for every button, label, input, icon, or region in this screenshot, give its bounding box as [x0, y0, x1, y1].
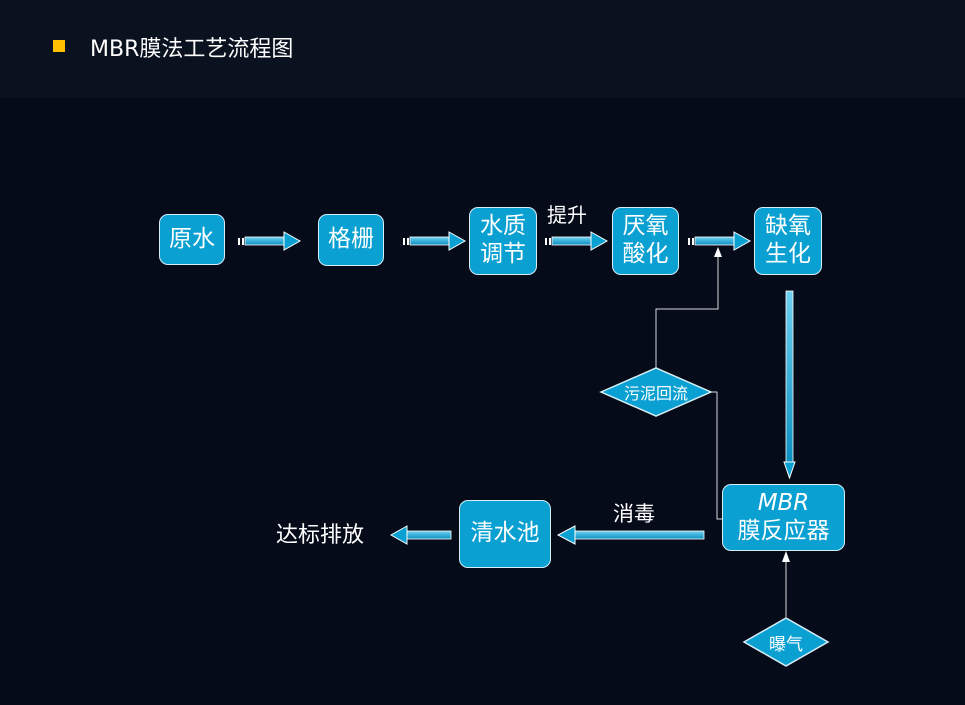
- node-clear-pool: 清水池: [459, 500, 551, 568]
- sludge-return-line: [655, 247, 722, 520]
- arrow-equalization-to-anaerobic: [545, 231, 609, 251]
- arrow-clearpool-to-discharge: [389, 525, 452, 545]
- header-bar: [0, 0, 965, 98]
- sludge-return-diamond: [599, 367, 713, 417]
- aeration-line: [782, 551, 790, 617]
- node-mbr: MBR 膜反应器: [722, 484, 845, 551]
- arrow-anoxic-to-mbr: [783, 290, 796, 480]
- node-equalization: 水质 调节: [469, 207, 537, 275]
- arrow-mbr-to-clearpool: [556, 525, 705, 545]
- sludge-return-label: 污泥回流: [623, 384, 688, 403]
- node-anoxic: 缺氧 生化: [754, 207, 822, 275]
- disinfection-label: 消毒: [613, 502, 655, 526]
- arrow-raw-to-screen: [238, 231, 302, 251]
- arrow-anaerobic-to-anoxic: [688, 231, 752, 251]
- node-screen: 格栅: [318, 214, 384, 266]
- discharge-label: 达标排放: [276, 523, 365, 548]
- lift-label: 提升: [547, 203, 587, 227]
- node-raw-water: 原水: [159, 214, 225, 265]
- bullet-icon: [53, 40, 65, 52]
- aeration-diamond: [742, 617, 830, 667]
- aeration-label: 曝气: [769, 634, 803, 655]
- arrow-screen-to-equalization: [403, 231, 467, 251]
- node-anaerobic: 厌氧 酸化: [612, 207, 679, 275]
- page-title: MBR膜法工艺流程图: [90, 37, 294, 62]
